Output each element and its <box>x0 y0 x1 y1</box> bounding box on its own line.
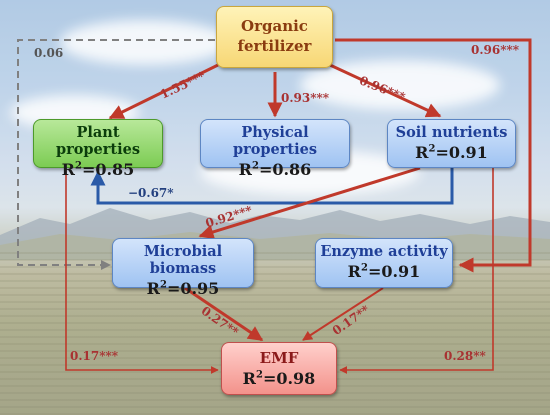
label-organic-microbial: 0.06 <box>34 46 63 60</box>
arrow-organic-microbial <box>17 39 215 270</box>
node-organic-line1: Organic <box>241 17 308 35</box>
node-organic-line2: fertilizer <box>237 37 312 55</box>
arrow-organic-plant <box>108 63 219 120</box>
arrow-soil-microbial <box>198 166 421 240</box>
node-microbial-biomass: Microbial biomass R2=0.95 <box>112 238 254 298</box>
node-physical-title: Physical properties <box>232 124 318 158</box>
node-enzyme-activity: Enzyme activity R2=0.91 <box>315 238 453 288</box>
label-organic-enzyme: 0.96*** <box>471 43 520 57</box>
node-enzyme-title: Enzyme activity <box>320 243 448 260</box>
node-physical-properties: Physical properties R2=0.86 <box>200 119 350 179</box>
arrow-soil-plant <box>90 168 454 205</box>
node-plant-properties: Plant properties R2=0.85 <box>33 119 163 179</box>
label-organic-soil: 0.96*** <box>357 73 407 104</box>
arrow-soil-emf <box>339 168 494 374</box>
node-microbial-title: Microbial biomass <box>143 243 223 277</box>
node-emf-r2: R2=0.98 <box>242 369 316 388</box>
label-soil-plant: −0.67* <box>128 186 174 200</box>
node-physical-r2: R2=0.86 <box>238 160 312 179</box>
cloud-shape <box>300 60 500 110</box>
arrow-enzyme-emf <box>302 287 384 341</box>
label-soil-emf: 0.28** <box>444 349 487 363</box>
node-enzyme-r2: R2=0.91 <box>347 262 421 281</box>
node-emf-title: EMF <box>259 349 299 367</box>
arrow-organic-soil <box>329 63 442 118</box>
arrow-microbial-emf <box>184 286 264 342</box>
node-microbial-r2: R2=0.95 <box>146 279 220 298</box>
label-organic-physical: 0.93*** <box>281 91 330 105</box>
cloud-shape <box>60 20 230 65</box>
node-soil-nutrients: Soil nutrients R2=0.91 <box>387 119 516 168</box>
node-emf: EMF R2=0.98 <box>221 342 337 395</box>
arrow-organic-enzyme <box>335 38 532 273</box>
node-plant-r2: R2=0.85 <box>61 160 135 179</box>
label-organic-plant: 1.55*** <box>158 68 208 101</box>
node-soil-title: Soil nutrients <box>395 124 508 141</box>
node-soil-r2: R2=0.91 <box>415 143 488 162</box>
node-plant-title: Plant properties <box>55 124 141 158</box>
arrow-plant-emf <box>65 168 219 374</box>
node-organic-fertilizer: Organic fertilizer <box>216 6 333 68</box>
label-plant-emf: 0.17*** <box>70 349 119 363</box>
